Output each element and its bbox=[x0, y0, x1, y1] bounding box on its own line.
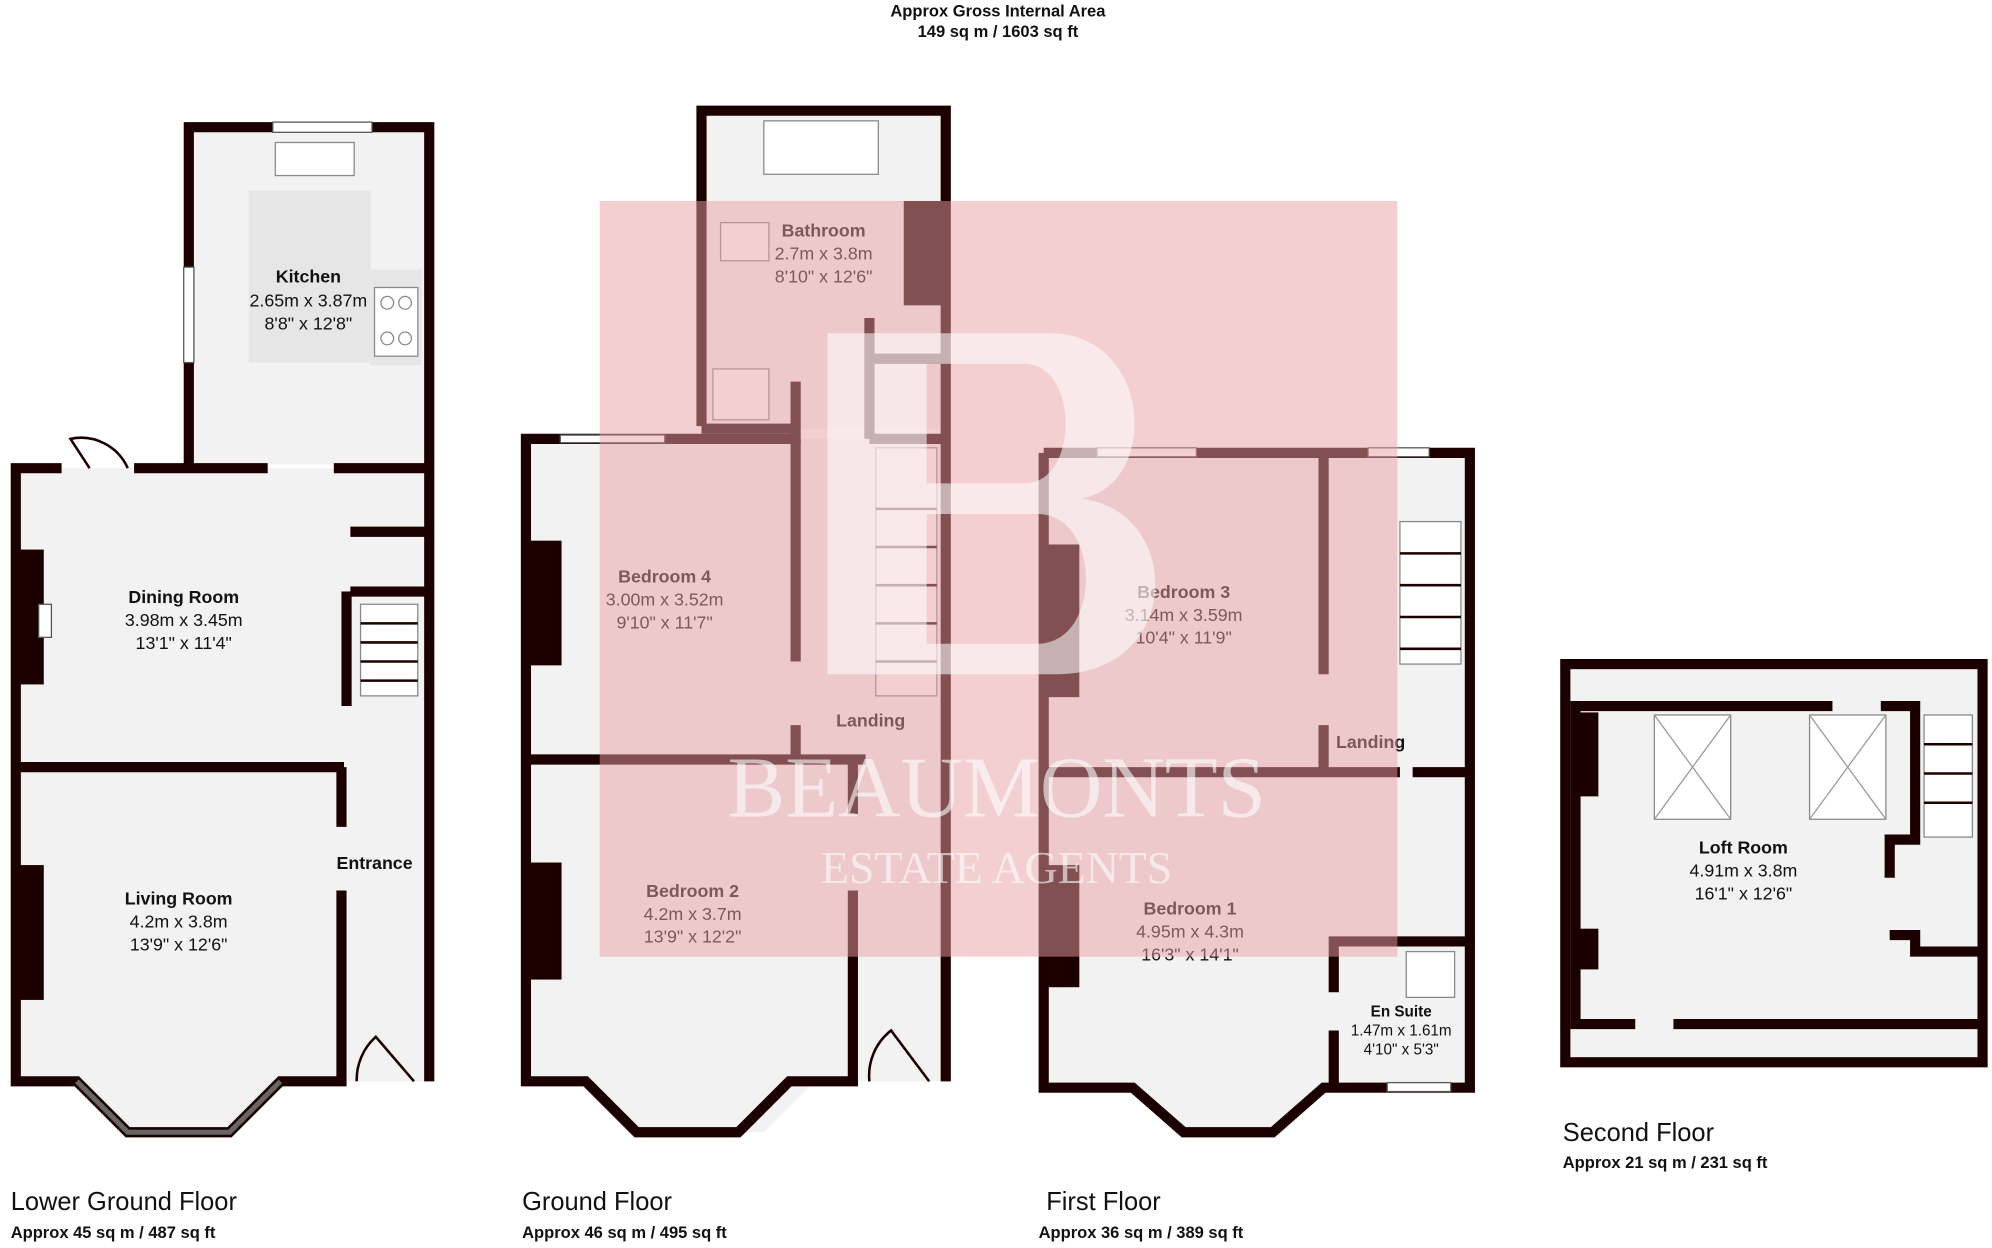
room-dimensions-metric: 4.2m x 3.8m bbox=[130, 911, 228, 931]
room-dimensions-metric: 4.2m x 3.7m bbox=[644, 904, 742, 924]
floor-name: Lower Ground Floor bbox=[11, 1188, 238, 1216]
room-name: Living Room bbox=[125, 889, 233, 909]
room-dimensions-imperial: 10'4" x 11'9" bbox=[1135, 628, 1231, 648]
bath-icon bbox=[763, 120, 879, 175]
room-dimensions-imperial: 4'10" x 5'3" bbox=[1364, 1042, 1439, 1059]
room-name: Dining Room bbox=[128, 587, 239, 607]
room-name: Bedroom 2 bbox=[646, 881, 739, 901]
door-icon bbox=[867, 1028, 931, 1083]
gross-area-title: Approx Gross Internal Area bbox=[890, 2, 1106, 21]
room-dimensions-metric: 4.95m x 4.3m bbox=[1136, 922, 1244, 942]
room-dimensions-imperial: 8'10" x 12'6" bbox=[775, 266, 873, 286]
room-dimensions-metric: 3.98m x 3.45m bbox=[125, 610, 243, 630]
toilet-icon bbox=[719, 221, 770, 262]
floor-area: Approx 45 sq m / 487 sq ft bbox=[11, 1223, 216, 1242]
sink-icon bbox=[274, 141, 355, 177]
stairs-icon bbox=[1399, 520, 1462, 665]
ground-floor-plan: Bathroom 2.7m x 3.8m 8'10" x 12'6" Bedro… bbox=[520, 105, 951, 1138]
room-dimensions-imperial: 13'9" x 12'2" bbox=[644, 927, 742, 947]
hob-icon bbox=[373, 286, 419, 357]
room-dimensions-metric: 3.00m x 3.52m bbox=[606, 590, 724, 610]
room-dimensions-metric: 3.14m x 3.59m bbox=[1125, 605, 1243, 625]
floor-name: Ground Floor bbox=[522, 1188, 672, 1216]
room-name: Landing bbox=[836, 710, 905, 730]
gross-area-total: 149 sq m / 1603 sq ft bbox=[918, 22, 1079, 41]
room-name: Loft Room bbox=[1699, 838, 1788, 858]
door-icon bbox=[355, 1035, 415, 1083]
floor-name: Second Floor bbox=[1563, 1119, 1715, 1147]
lower-ground-floor-plan: Kitchen 2.65m x 3.87m 8'8" x 12'8" Dinin… bbox=[10, 121, 435, 1138]
room-dimensions-imperial: 13'1" x 11'4" bbox=[136, 633, 232, 653]
room-dimensions-imperial: 13'9" x 12'6" bbox=[130, 934, 228, 954]
room-dimensions-metric: 4.91m x 3.8m bbox=[1689, 861, 1797, 881]
first-floor-plan: Bedroom 3 3.14m x 3.59m 10'4" x 11'9" Be… bbox=[1038, 447, 1475, 1138]
stairs-icon bbox=[359, 603, 419, 697]
shower-icon bbox=[712, 368, 770, 421]
room-dimensions-imperial: 16'3" x 14'1" bbox=[1141, 944, 1239, 964]
floor-area: Approx 21 sq m / 231 sq ft bbox=[1563, 1153, 1768, 1172]
room-name: Bathroom bbox=[782, 221, 866, 241]
room-name: Entrance bbox=[336, 853, 412, 873]
room-dimensions-imperial: 16'1" x 12'6" bbox=[1695, 883, 1793, 903]
stairs-icon bbox=[1923, 714, 1974, 838]
shower-icon bbox=[1405, 950, 1456, 999]
room-dimensions-metric: 1.47m x 1.61m bbox=[1351, 1023, 1452, 1040]
room-dimensions-metric: 2.7m x 3.8m bbox=[775, 244, 873, 264]
stairs-icon bbox=[875, 447, 938, 697]
floor-area: Approx 36 sq m / 389 sq ft bbox=[1039, 1223, 1244, 1242]
room-dimensions-metric: 2.65m x 3.87m bbox=[250, 291, 368, 311]
room-name: Bedroom 1 bbox=[1144, 899, 1237, 919]
room-name: Kitchen bbox=[276, 266, 341, 286]
room-dimensions-imperial: 8'8" x 12'8" bbox=[265, 313, 353, 333]
room-name: En Suite bbox=[1371, 1003, 1432, 1020]
room-name: Landing bbox=[1336, 732, 1405, 752]
room-name: Bedroom 4 bbox=[618, 567, 711, 587]
door-icon bbox=[68, 436, 129, 469]
second-floor-plan: Loft Room 4.91m x 3.8m 16'1" x 12'6" bbox=[1560, 658, 1988, 1068]
room-dimensions-imperial: 9'10" x 11'7" bbox=[616, 612, 712, 632]
floor-name: First Floor bbox=[1046, 1188, 1161, 1216]
floor-area: Approx 46 sq m / 495 sq ft bbox=[522, 1223, 727, 1242]
room-name: Bedroom 3 bbox=[1137, 582, 1230, 602]
